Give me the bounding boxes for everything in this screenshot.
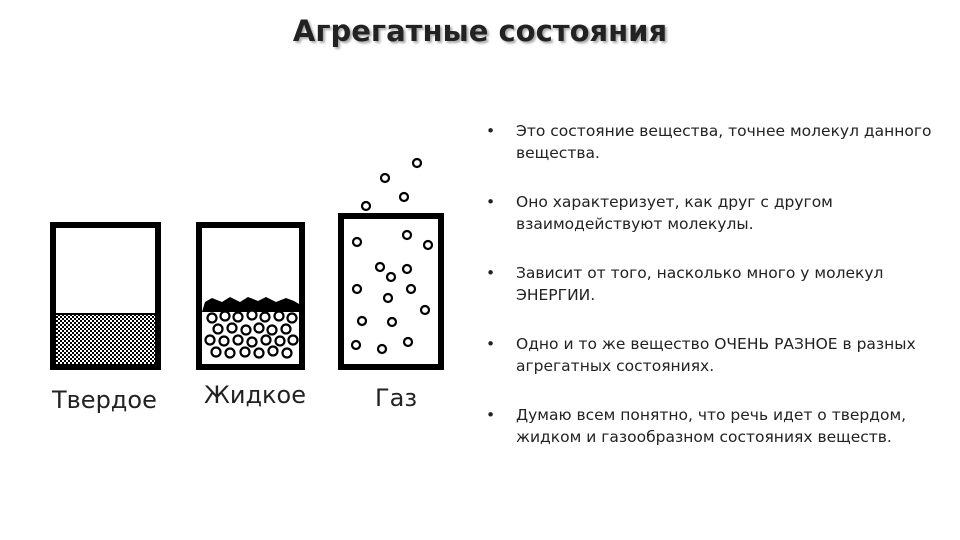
liquid-particles	[204, 309, 299, 359]
solid-container	[50, 222, 161, 370]
bullet-item: • Одно и то же вещество ОЧЕНЬ РАЗНОЕ в ра…	[484, 333, 944, 377]
gas-particles	[350, 229, 434, 355]
liquid-label: Жидкое	[204, 381, 306, 409]
bullet-text: Думаю всем понятно, что речь идет о твер…	[516, 406, 907, 446]
gas-label: Газ	[375, 384, 418, 412]
bullet-text: Зависит от того, насколько много у молек…	[516, 264, 884, 304]
gas-container	[338, 157, 444, 370]
bullet-marker: •	[486, 264, 496, 282]
escaping-gas-particles	[360, 157, 423, 212]
liquid-surface	[202, 297, 299, 312]
states-of-matter-illustration	[50, 157, 444, 370]
bullet-item: • Думаю всем понятно, что речь идет о тве…	[484, 404, 944, 448]
bullet-text: Одно и то же вещество ОЧЕНЬ РАЗНОЕ в раз…	[516, 335, 916, 375]
bullet-marker: •	[486, 122, 496, 140]
bullet-marker: •	[486, 335, 496, 353]
liquid-container	[196, 222, 305, 370]
solid-label: Твердое	[52, 386, 157, 414]
bullet-item: • Зависит от того, насколько много у моле…	[484, 262, 944, 306]
bullet-marker: •	[486, 406, 496, 424]
solid-particles	[56, 314, 155, 364]
bullet-marker: •	[486, 193, 496, 211]
slide-title: Агрегатные состояния	[292, 14, 668, 48]
bullet-item: • Оно характеризует, как друг с другом вз…	[484, 191, 944, 235]
bullet-list: • Это состояние вещества, точнее молекул …	[484, 120, 944, 475]
bullet-item: • Это состояние вещества, точнее молекул …	[484, 120, 944, 164]
bullet-text: Это состояние вещества, точнее молекул д…	[516, 122, 932, 162]
bullet-text: Оно характеризует, как друг с другом вза…	[516, 193, 833, 233]
